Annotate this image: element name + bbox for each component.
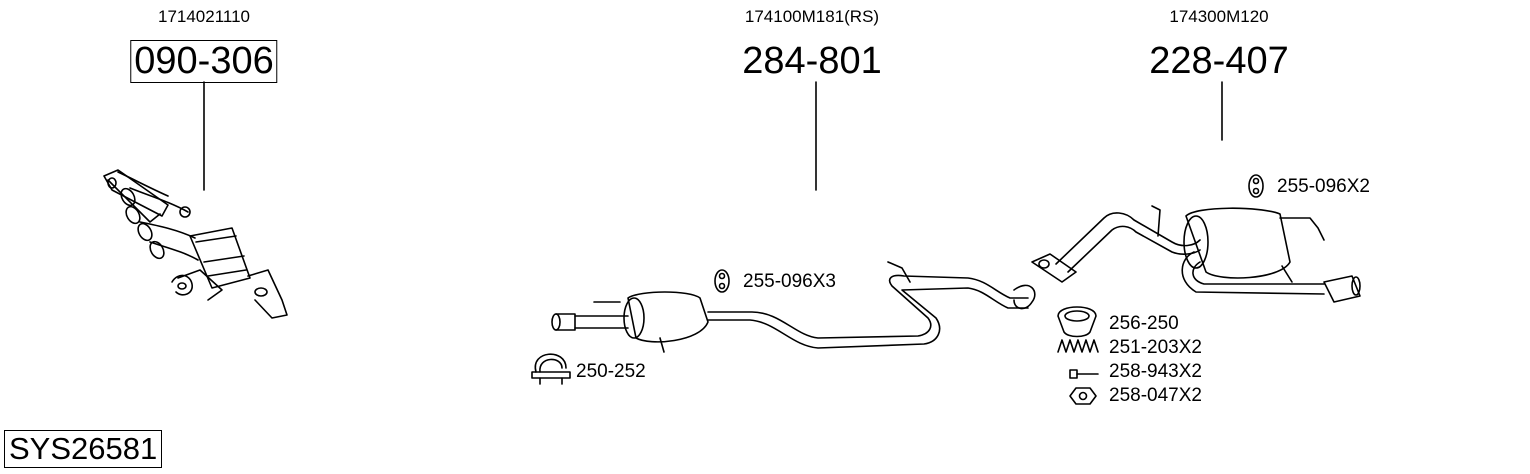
pipe-clamp-icon [531, 353, 571, 385]
oem-number-rear: 174300M120 [1169, 7, 1269, 26]
rubber-hanger-icon [714, 269, 730, 293]
gasket-ring-icon [1057, 306, 1097, 338]
part-number-rear: 228-407 [1149, 40, 1289, 82]
middle-silencer-icon [551, 261, 1036, 353]
spring-icon [1057, 339, 1099, 353]
label-hanger-mid: 255-096X3 [743, 271, 836, 292]
label-clamp: 250-252 [576, 361, 646, 382]
rear-silencer-icon [1031, 205, 1361, 303]
bolt-icon [1069, 369, 1099, 379]
manifold-catalyst-icon [103, 169, 288, 319]
label-spring: 251-203X2 [1109, 337, 1202, 358]
oem-number-middle: 174100M181(RS) [744, 7, 880, 26]
part-number-middle: 284-801 [742, 40, 882, 82]
rubber-hanger-icon [1248, 174, 1264, 198]
system-code: SYS26581 [4, 430, 163, 468]
flange-nut-icon [1069, 387, 1097, 405]
label-hanger-rear: 255-096X2 [1277, 176, 1370, 197]
oem-number-manifold: 1714021110 [157, 7, 251, 26]
label-gasket: 256-250 [1109, 313, 1179, 334]
label-bolt: 258-943X2 [1109, 361, 1202, 382]
part-number-manifold: 090-306 [130, 40, 278, 83]
label-nut: 258-047X2 [1109, 385, 1202, 406]
